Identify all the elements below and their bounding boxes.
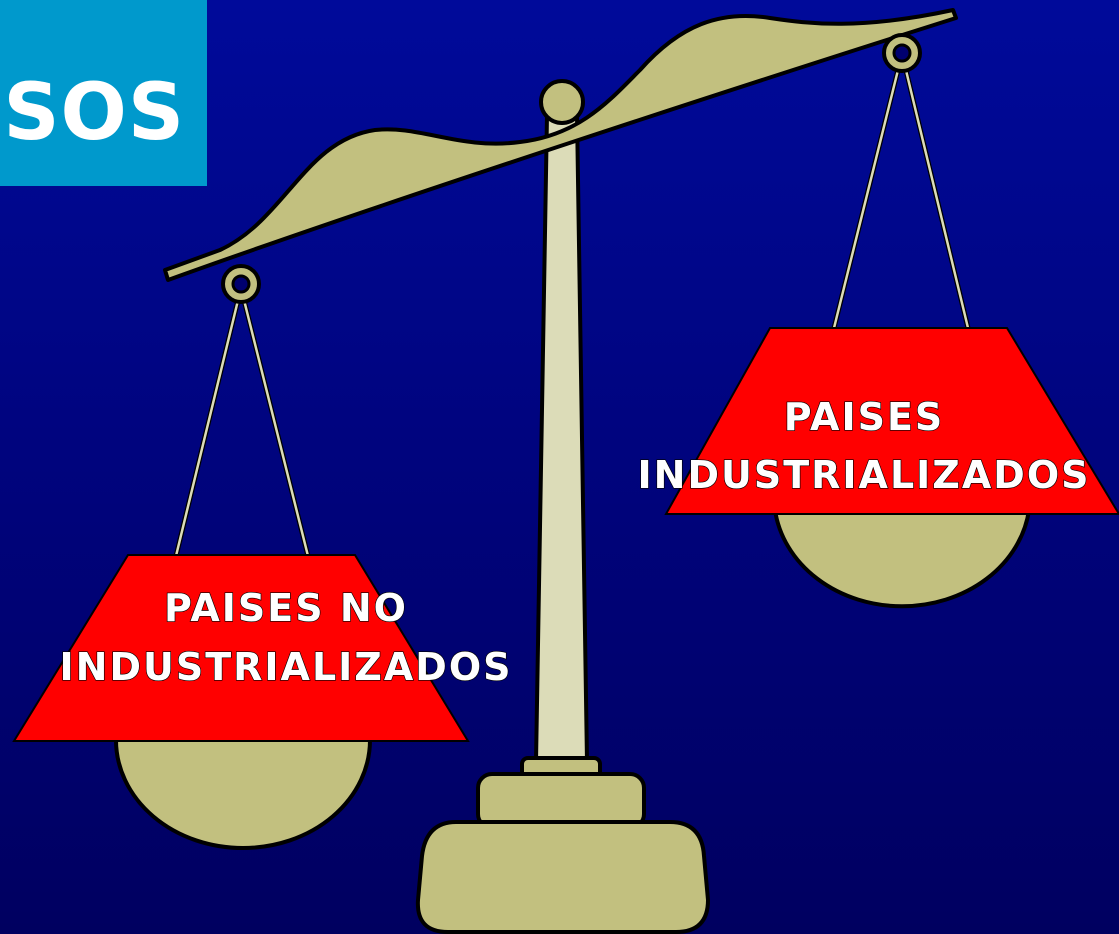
left-hook-ring [221, 264, 261, 304]
right-pan-label-box [664, 327, 1119, 515]
right-hook-ring [882, 33, 922, 73]
left-pan: PAISES NO INDUSTRIALIZADOS [12, 554, 513, 850]
slide-title: SOS [3, 68, 185, 158]
left-pan-label-line2: INDUSTRIALIZADOS [60, 645, 513, 689]
scale-pillar [534, 113, 589, 764]
left-pan-label-box [12, 554, 470, 742]
left-pan-strings [173, 291, 311, 557]
title-box: SOS [0, 0, 207, 186]
right-pan-label-line2: INDUSTRIALIZADOS [638, 453, 1091, 497]
right-pan-strings [831, 61, 971, 329]
right-pan-label-line1: PAISES [784, 395, 945, 439]
right-pan: PAISES INDUSTRIALIZADOS [637, 327, 1119, 609]
left-pan-label-line1: PAISES NO [164, 586, 408, 630]
scale-beam [163, 8, 958, 282]
scale-pivot-knob [539, 79, 585, 125]
scale-base [415, 756, 710, 934]
